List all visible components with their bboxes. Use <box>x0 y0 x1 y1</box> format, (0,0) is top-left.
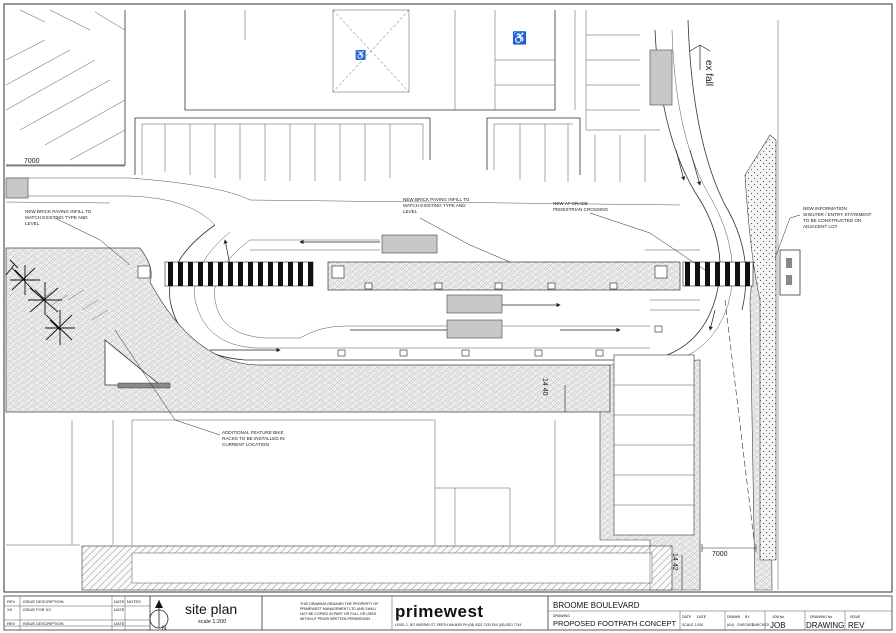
issue-value: ISSUE FOR XX <box>23 607 51 612</box>
checked-value: CHECKED <box>752 623 770 627</box>
issue-footer: ISSUE DESCRIPTION <box>23 621 64 626</box>
dimension-1440: 14 40 <box>541 378 548 396</box>
dimension-7000-left: 7000 <box>24 158 40 165</box>
information-shelter <box>779 249 801 296</box>
north-arrow-icon <box>149 600 169 629</box>
notes-header: NOTES <box>127 599 141 604</box>
palm-trees <box>5 259 75 345</box>
checked-label: CHECKED <box>737 623 755 627</box>
svg-text:NOT BE COPIED IN PART OR FULL: NOT BE COPIED IN PART OR FULL OR USED <box>300 612 377 616</box>
vehicles <box>5 49 673 339</box>
svg-text:LEVEL: LEVEL <box>403 209 418 214</box>
leader-lines <box>54 212 801 436</box>
date-header: DATE <box>114 599 125 604</box>
svg-text:WITHOUT PRIOR WRITTEN PERMISSI: WITHOUT PRIOR WRITTEN PERMISSION <box>300 617 370 621</box>
drawing-no-label: DRAWING No <box>810 615 832 619</box>
scale-label: SCALE 1:200 <box>682 623 703 627</box>
issue-rev-value: REV <box>848 621 865 630</box>
title-block: REV ISSUE DESCRIPTION DATE NOTES XX ISSU… <box>3 595 893 632</box>
svg-text:RACKS TO BE INSTALLED IN: RACKS TO BE INSTALLED IN <box>222 436 285 441</box>
pedestrian-crossing-right <box>682 261 754 287</box>
lower-buildings <box>6 354 757 591</box>
note-brick-paving-left: NEW BRICK PAVING INFILL TO MATCH EXISTIN… <box>25 209 92 226</box>
svg-text:NEW INFORMATION: NEW INFORMATION <box>803 206 847 211</box>
note-bike-racks: ADDITIONAL FEATURE BIKE RACKS TO BE INST… <box>222 430 285 447</box>
north-label: N <box>162 626 166 632</box>
sheet-scale: scale 1:200 <box>198 619 226 625</box>
note-information-shelter: NEW INFORMATION SHELTER / ENTRY STATEMEN… <box>803 206 872 229</box>
svg-text:NEW BRICK PAVING INFILL TO: NEW BRICK PAVING INFILL TO <box>403 197 470 202</box>
ex-fall-label: ex fall <box>703 60 714 86</box>
drawing-title: PROPOSED FOOTPATH CONCEPT <box>553 619 676 628</box>
project-name: BROOME BOULEVARD <box>553 601 640 610</box>
svg-text:ADDITIONAL FEATURE BIKE: ADDITIONAL FEATURE BIKE <box>222 430 284 435</box>
note-brick-paving-center: NEW BRICK PAVING INFILL TO MATCH EXISTIN… <box>403 197 470 214</box>
svg-text:ADJACENT LOT: ADJACENT LOT <box>803 224 838 229</box>
svg-text:THIS DRAWING REMAINS THE PROPE: THIS DRAWING REMAINS THE PROPERTY OF <box>300 602 379 606</box>
svg-text:MATCH EXISTING TYPE AND: MATCH EXISTING TYPE AND <box>25 215 88 220</box>
job-no-label: JOB No <box>772 615 784 619</box>
date-value-2: DATE <box>697 615 707 619</box>
by-label: BY <box>745 615 750 619</box>
rev-footer: REV <box>7 621 16 626</box>
drawing-value: DRAWING <box>806 621 844 630</box>
svg-text:LEVEL: LEVEL <box>25 221 40 226</box>
issue-description-header: ISSUE DESCRIPTION <box>23 599 64 604</box>
date-footer: DATE <box>114 621 125 626</box>
drawing-label: DRAWING <box>553 614 570 618</box>
disclaimer: THIS DRAWING REMAINS THE PROPERTY OF PRI… <box>300 602 379 621</box>
date-label: DATE <box>682 615 692 619</box>
svg-text:SHELTER / ENTRY STATEMENT: SHELTER / ENTRY STATEMENT <box>803 212 872 217</box>
bollards <box>137 265 668 357</box>
svg-text:NEW BRICK PAVING INFILL TO: NEW BRICK PAVING INFILL TO <box>25 209 92 214</box>
job-value: JOB <box>770 621 786 630</box>
accessible-parking-icon-2: ♿ <box>512 31 527 45</box>
svg-text:TO BE CONSTRUCTED ON: TO BE CONSTRUCTED ON <box>803 218 861 223</box>
issue-label: ISSUE <box>850 615 861 619</box>
fall-arrow-icon <box>689 44 711 70</box>
accessible-parking-icon: ♿ <box>355 49 366 60</box>
rev-header: REV <box>7 599 16 604</box>
drawn-label: DRAWN <box>727 615 741 619</box>
svg-text:MATCH EXISTING TYPE AND: MATCH EXISTING TYPE AND <box>403 203 466 208</box>
top-car-park: ♿ ♿ <box>5 9 660 182</box>
date-value: DATE <box>114 607 125 612</box>
sheet-title: site plan <box>185 601 237 617</box>
svg-text:PRIMEWEST MANAGEMENT LTD AND S: PRIMEWEST MANAGEMENT LTD AND SHALL <box>300 607 377 611</box>
rev-value: XX <box>7 607 13 612</box>
svg-text:CURRENT LOCATION: CURRENT LOCATION <box>222 442 269 447</box>
company-address: LEVEL 1, 307 MURRAY ST, PERTH WA 6000 PH… <box>395 623 521 627</box>
dimension-1442: 14 42 <box>671 553 678 571</box>
svg-text:NEW AT GRADE: NEW AT GRADE <box>553 201 588 206</box>
pedestrian-crossing-left <box>164 261 314 287</box>
svg-text:PEDESTRIAN CROSSING: PEDESTRIAN CROSSING <box>553 207 609 212</box>
primewest-logo: primewest <box>395 602 484 621</box>
bike-racks <box>117 382 171 389</box>
drawn-value: (AU) <box>727 623 734 627</box>
dimension-7000-right: 7000 <box>712 551 728 558</box>
note-pedestrian-crossing: NEW AT GRADE PEDESTRIAN CROSSING <box>553 201 609 212</box>
